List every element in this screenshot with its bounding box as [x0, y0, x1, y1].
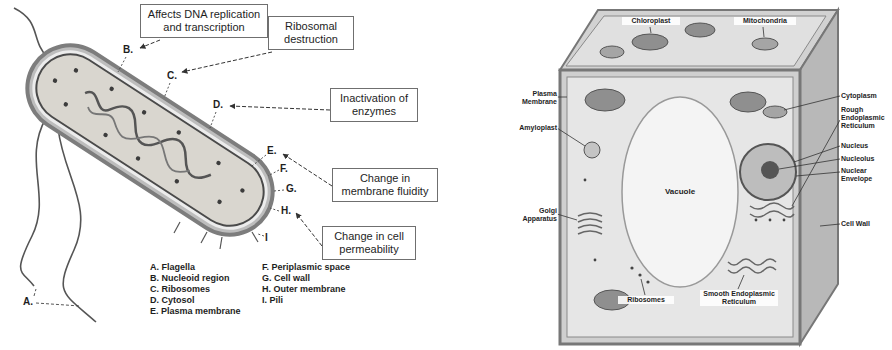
key-entry: B. Nucleoid region — [150, 273, 230, 284]
key-entry: G. Cell wall — [262, 273, 310, 284]
organelle-label: Nucleolus — [840, 155, 890, 163]
callout-text: Ribosomal destruction — [273, 20, 349, 46]
callout-text: Change in membrane fluidity — [337, 172, 433, 198]
key-entry: C. Ribosomes — [150, 284, 210, 295]
key-entry: I. Pili — [262, 295, 283, 306]
organelle-label: Smooth Endoplasmic Reticulum — [700, 290, 778, 306]
callout-letter: A. — [22, 296, 34, 308]
callout-letter: I — [264, 232, 269, 244]
callout-box: Ribosomal destruction — [268, 16, 354, 50]
organelle-label: Chloroplast — [622, 17, 680, 25]
callout-box: Inactivation of enzymes — [330, 88, 418, 122]
organelle-label: Cell Wall — [840, 220, 890, 228]
organelle-label: Ribosomes — [618, 296, 674, 304]
leader-lines — [118, 57, 284, 236]
organelle-label: Cytoplasm — [840, 92, 890, 100]
callout-text: Inactivation of enzymes — [335, 92, 413, 118]
organelle-label: Nuclear Envelope — [840, 167, 890, 183]
organelle-label: Nucleus — [840, 142, 890, 150]
callout-box: Affects DNA replication and transcriptio… — [140, 4, 268, 38]
callout-letter: H. — [280, 205, 292, 217]
leader-lines — [34, 289, 80, 306]
pili — [174, 222, 258, 249]
callout-letter: D. — [212, 99, 224, 111]
key-entry: D. Cytosol — [150, 295, 195, 306]
bacterium — [8, 26, 292, 254]
callout-letter: C. — [166, 70, 178, 82]
organelle-label: Golgi Apparatus — [504, 207, 558, 223]
callout-text: Change in cell permeability — [327, 230, 411, 256]
callout-text: Affects DNA replication and transcriptio… — [145, 8, 263, 34]
callout-letter: E. — [266, 145, 277, 157]
organelle-label: Vacuole — [650, 187, 710, 196]
callout-letter: G. — [285, 183, 298, 195]
key-entry: F. Periplasmic space — [262, 262, 350, 273]
callout-letter: B. — [122, 44, 134, 56]
organelle-label: Amyloplast — [504, 124, 558, 132]
organelle-label: Mitochondria — [734, 17, 796, 25]
callout-letter: F. — [279, 163, 289, 175]
key-entry: A. Flagella — [150, 262, 195, 273]
callout-arrows — [140, 40, 332, 246]
plant-cell — [557, 10, 840, 344]
callout-box: Change in membrane fluidity — [332, 168, 438, 202]
callout-box: Change in cell permeability — [322, 226, 416, 260]
organelle-label: Rough Endoplasmic Reticulum — [840, 106, 890, 130]
key-entry: E. Plasma membrane — [150, 306, 241, 317]
organelle-label: Plasma Membrane — [504, 90, 558, 106]
key-entry: H. Outer membrane — [262, 284, 346, 295]
